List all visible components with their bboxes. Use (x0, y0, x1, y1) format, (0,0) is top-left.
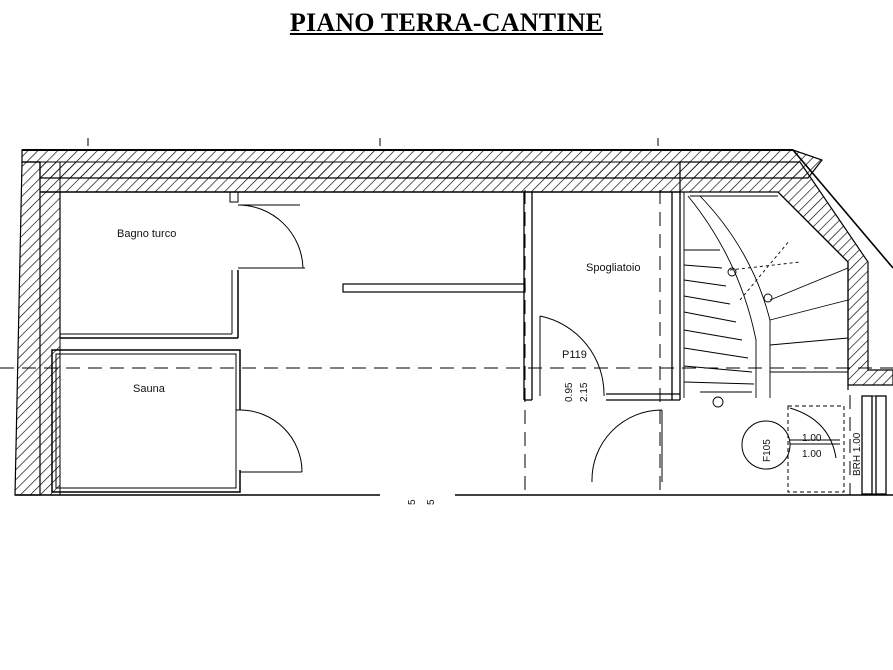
label-bottom-5b: 5 (426, 499, 437, 505)
label-dim-100-a: 1.00 (802, 433, 822, 444)
room-bagno-turco (59, 191, 305, 339)
partition-wall (342, 283, 526, 293)
label-bottom-5a: 5 (407, 499, 418, 505)
label-brh: BRH 1.00 (852, 432, 863, 476)
label-dim-215: 2.15 (579, 382, 590, 402)
label-dim-095: 0.95 (564, 382, 575, 402)
lower-right-fixtures (787, 395, 887, 495)
label-dim-100-b: 1.00 (802, 449, 822, 460)
room-spogliatoio (523, 192, 681, 483)
label-bagno-turco: Bagno turco (117, 228, 176, 240)
room-sauna (51, 349, 303, 493)
window-tag-circle (741, 420, 791, 470)
label-spogliatoio: Spogliatoio (586, 262, 640, 274)
label-sauna: Sauna (133, 383, 166, 395)
tick-marks (87, 138, 659, 146)
reference-lines (0, 190, 893, 495)
staircase (683, 192, 849, 408)
label-window-f105: F105 (762, 439, 773, 462)
plan-title: PIANO TERRA-CANTINE (289, 8, 604, 37)
label-door-p119: P119 (562, 349, 587, 361)
